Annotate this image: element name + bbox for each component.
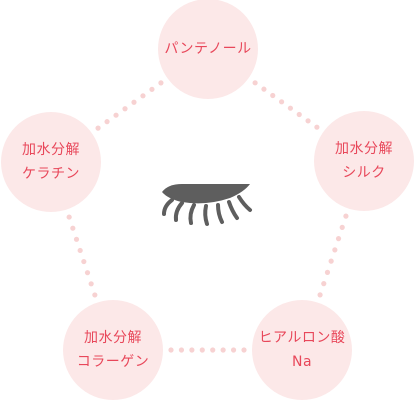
connector-dot [189, 347, 195, 353]
connector-dot [321, 281, 327, 287]
connector-dot [199, 347, 205, 353]
connector-dot [220, 347, 226, 353]
connector-dot [230, 347, 237, 353]
ingredient-node-hydrolyzed-keratin: 加水分解 ケラチン [1, 112, 101, 212]
connector-dot [149, 86, 155, 92]
connector-dot [287, 105, 294, 111]
connector-dot [140, 93, 146, 99]
connector-dot [84, 270, 91, 276]
connector-dot [122, 106, 128, 112]
connector-dot [241, 347, 247, 353]
closed-eye-lashes-icon [162, 184, 252, 226]
connector-dot [278, 99, 285, 105]
connector-dot [113, 112, 119, 118]
ingredient-label-line: シルク [342, 165, 386, 181]
eyelash [216, 203, 224, 224]
connector-dot [343, 213, 349, 219]
connector-dot [104, 119, 110, 125]
connector-dot [168, 347, 174, 353]
connector-dot [92, 292, 98, 298]
connector-dot [328, 258, 334, 264]
eyelash [162, 198, 174, 216]
connector-dot [339, 224, 345, 230]
eyelash [188, 203, 196, 225]
connector-dot [314, 124, 320, 130]
connector-dot [73, 236, 80, 242]
eyelash [227, 200, 239, 220]
ingredient-label-line: コラーゲン [76, 354, 150, 370]
connector-dot [332, 247, 338, 253]
connector-dot [131, 99, 137, 105]
connector-dot [335, 236, 342, 242]
ingredient-node-hydrolyzed-collagen: 加水分解 コラーゲン [63, 300, 163, 400]
ingredient-label-line: パンテノール [164, 41, 252, 57]
connector-dot [81, 258, 87, 265]
connector-dot [210, 347, 216, 353]
ingredient-label-line: ヒアルロン酸 [258, 330, 346, 346]
ingredient-label-line: 加水分解 [22, 142, 80, 158]
ingredient-label-line: ケラチン [22, 166, 80, 182]
connector-dot [70, 225, 76, 231]
connector-dot [66, 214, 72, 220]
connector-dot [305, 118, 311, 124]
connector-dot [88, 281, 94, 287]
ingredient-node-sodium-hyaluronate: ヒアルロン酸 Na [252, 300, 352, 400]
eyelash [173, 201, 184, 222]
connector-dot [77, 247, 83, 254]
connector-dot [178, 347, 185, 353]
ingredient-node-panthenol: パンテノール [158, 0, 258, 99]
ingredient-label-line: 加水分解 [335, 141, 393, 157]
connector-dot [158, 80, 164, 86]
connector-dot [296, 111, 302, 118]
eyelash [237, 195, 252, 212]
ingredient-node-hydrolyzed-silk: 加水分解 シルク [314, 111, 414, 211]
connector-dot [95, 125, 101, 131]
connector-dot [252, 80, 258, 86]
connector-dot [270, 92, 276, 99]
ingredient-label-line: 加水分解 [84, 330, 142, 346]
eyelash [203, 204, 209, 226]
connector-dot [261, 86, 267, 92]
ingredient-label-line: Na [291, 354, 313, 370]
eyelid-line [162, 184, 250, 204]
connector-dot [324, 269, 331, 275]
connector-dot [317, 292, 323, 298]
